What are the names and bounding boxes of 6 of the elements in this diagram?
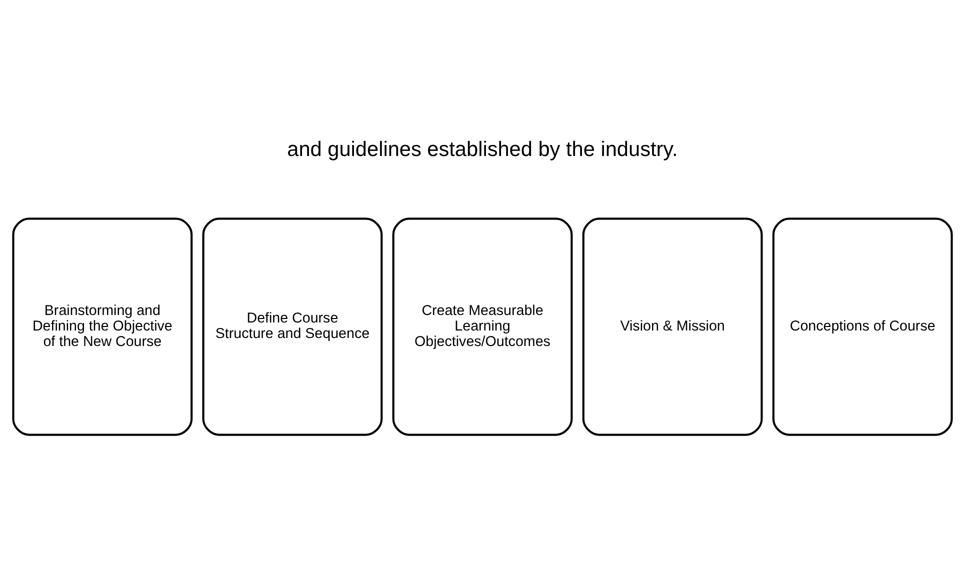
node-box: Define Course Structure and Sequence [202,217,383,436]
node-box: Brainstorming and Defining the Objective of the New Course [12,217,193,436]
node-box: Vision & Mission [582,217,763,436]
label: and guidelines established by the industry. [287,137,678,160]
node-box: Conceptions of Course [772,217,953,436]
node-box: Create Measurable Learning Objectives/Outcomes [392,217,573,436]
